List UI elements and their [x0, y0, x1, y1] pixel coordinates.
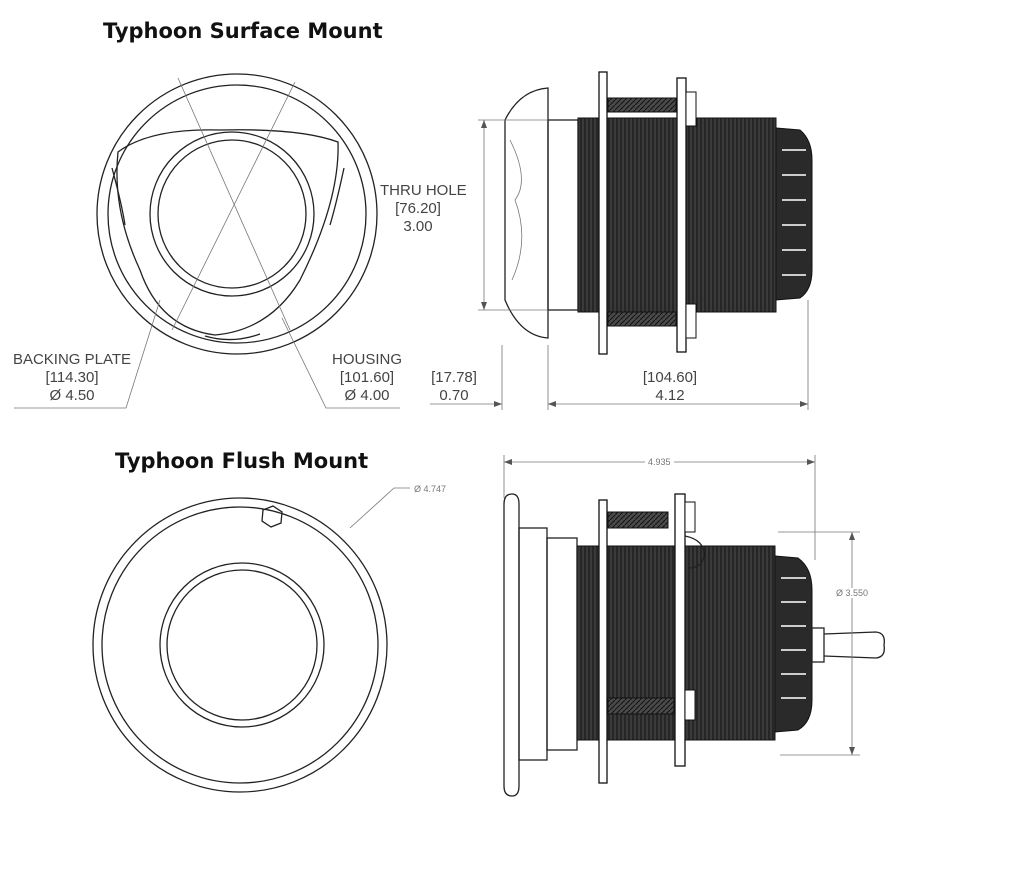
housing-callout: HOUSING [101.60] Ø 4.00	[324, 351, 410, 405]
flush-flange-outer	[92, 497, 388, 793]
surface-mount-title: Typhoon Surface Mount	[103, 19, 383, 43]
housing-leader	[281, 317, 400, 409]
flush-mount-title: Typhoon Flush Mount	[115, 449, 369, 473]
cable-gland	[811, 627, 825, 663]
surface-bolt-top	[607, 97, 677, 113]
flush-flange-inner	[101, 506, 379, 784]
lens-triangle	[116, 129, 339, 336]
backing-plate-callout: BACKING PLATE [114.30] Ø 4.50	[12, 351, 132, 405]
cable	[823, 631, 885, 659]
overall-length-label: 4.935	[645, 457, 674, 467]
flange-height-callout: [17.78] 0.70	[424, 369, 484, 405]
thru-hole-mm: [76.20]	[395, 200, 441, 217]
lens-notch-left	[111, 167, 126, 226]
thru-hole-label: THRU HOLE	[380, 182, 467, 199]
centerline-a	[177, 77, 291, 331]
flange-contour	[509, 139, 523, 281]
body-diameter-label: Ø 3.550	[834, 588, 871, 598]
surface-front-view	[14, 73, 400, 409]
thru-hole-inch: 3.00	[403, 218, 433, 235]
transducer-face-inner	[157, 139, 307, 289]
flush-front-view	[92, 487, 410, 793]
lens-notch-bottom	[204, 333, 261, 341]
surface-washer	[598, 71, 608, 355]
surface-flange	[504, 87, 549, 339]
housing-inch: Ø 4.00	[344, 387, 390, 404]
backing-plate-leader	[14, 299, 161, 409]
flush-flange-neck	[518, 527, 548, 761]
surface-side-view	[430, 71, 813, 410]
flush-face-outer	[159, 562, 325, 728]
surface-cap	[775, 127, 813, 301]
thru-hole-callout: THRU HOLE [76.20] 3.00	[380, 182, 467, 236]
flush-bolt-bottom	[607, 697, 675, 715]
surface-nut	[676, 77, 687, 353]
flange-diameter-label: Ø 4.747	[414, 484, 447, 494]
flange-height-mm: [17.78]	[431, 369, 477, 386]
housing-label: HOUSING	[331, 351, 402, 368]
lens-notch-right	[329, 167, 345, 226]
flush-hex-plug	[261, 505, 283, 528]
flush-cap-ribs	[781, 577, 806, 699]
housing-mm: [101.60]	[339, 369, 395, 386]
flush-washer	[598, 499, 608, 784]
flush-nut-tab-top	[684, 501, 696, 533]
surface-nut-tab-top	[685, 91, 697, 127]
cap-ribs	[782, 149, 806, 276]
body-length-inch: 4.12	[655, 387, 685, 404]
backing-plate-outline	[96, 73, 378, 355]
backing-plate-inch: Ø 4.50	[49, 387, 95, 404]
flange-neck	[547, 119, 579, 311]
flush-flange	[503, 493, 520, 797]
flush-face-inner	[166, 569, 318, 721]
flange-height-inch: 0.70	[439, 387, 469, 404]
centerline-b	[171, 81, 296, 331]
flush-cap	[774, 555, 813, 733]
flush-clip	[684, 535, 705, 569]
flange-diameter-leader	[349, 487, 410, 529]
flush-collar	[546, 537, 578, 751]
flush-nut-tab-bottom	[684, 689, 696, 721]
flush-side-view	[503, 455, 885, 797]
housing-outline	[107, 84, 367, 344]
flush-bolt-top	[607, 511, 669, 529]
body-length-mm: [104.60]	[642, 369, 698, 386]
body-length-callout: [104.60] 4.12	[630, 369, 710, 405]
flush-nut	[674, 493, 686, 767]
backing-plate-label: BACKING PLATE	[12, 351, 132, 368]
surface-nut-tab-bottom	[685, 303, 697, 339]
surface-bolt-bottom	[607, 311, 677, 327]
transducer-face-outer	[149, 131, 315, 297]
backing-plate-mm: [114.30]	[45, 369, 99, 386]
